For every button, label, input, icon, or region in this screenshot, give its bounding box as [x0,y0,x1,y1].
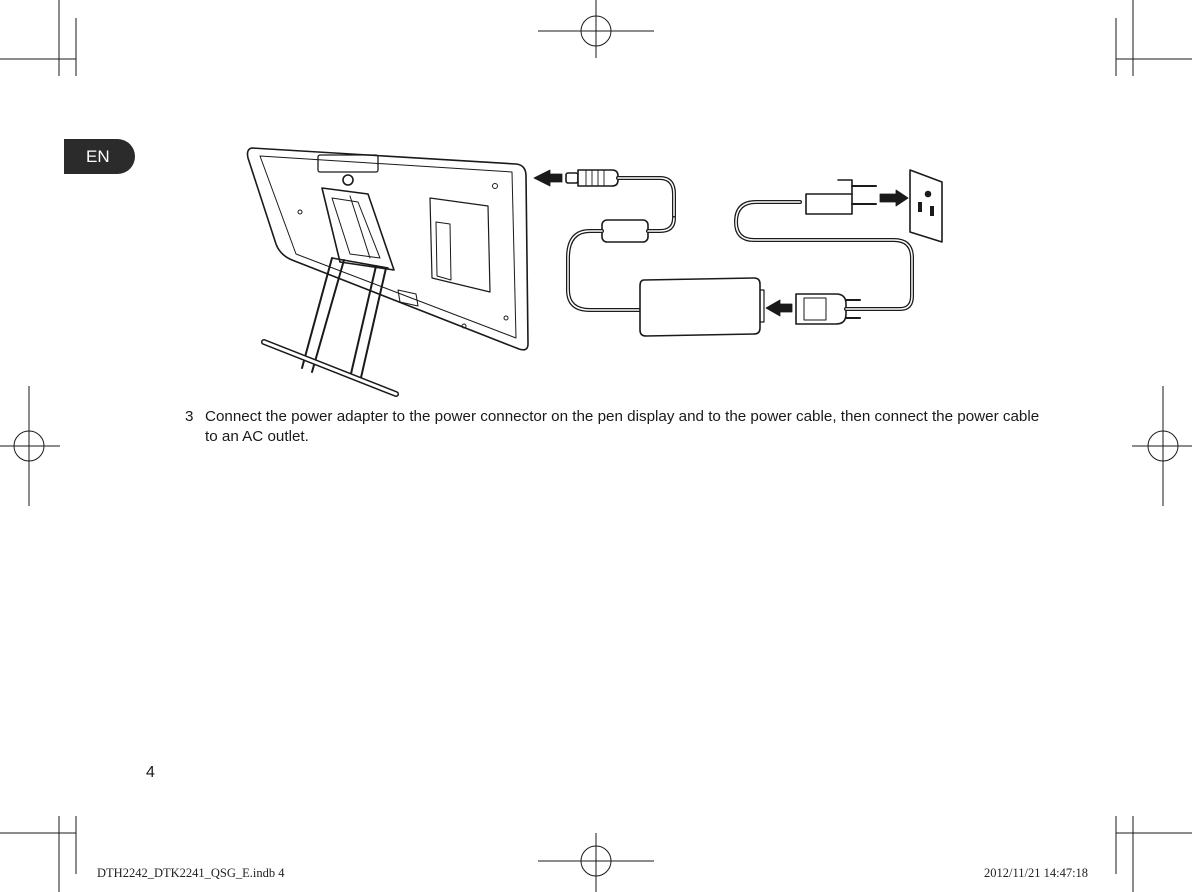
language-tab: EN [64,139,135,174]
step-instruction: Connect the power adapter to the power c… [205,408,1040,445]
power-connection-illustration [246,147,943,397]
print-slug-date: 2012/11/21 14:47:18 [984,866,1089,880]
power-adapter-drawing [533,169,943,337]
print-slug-file: DTH2242_DTK2241_QSG_E.indb 4 [97,866,285,880]
page-number: 4 [146,764,155,781]
step-number: 3 [185,408,194,425]
pen-display-drawing [246,147,529,397]
